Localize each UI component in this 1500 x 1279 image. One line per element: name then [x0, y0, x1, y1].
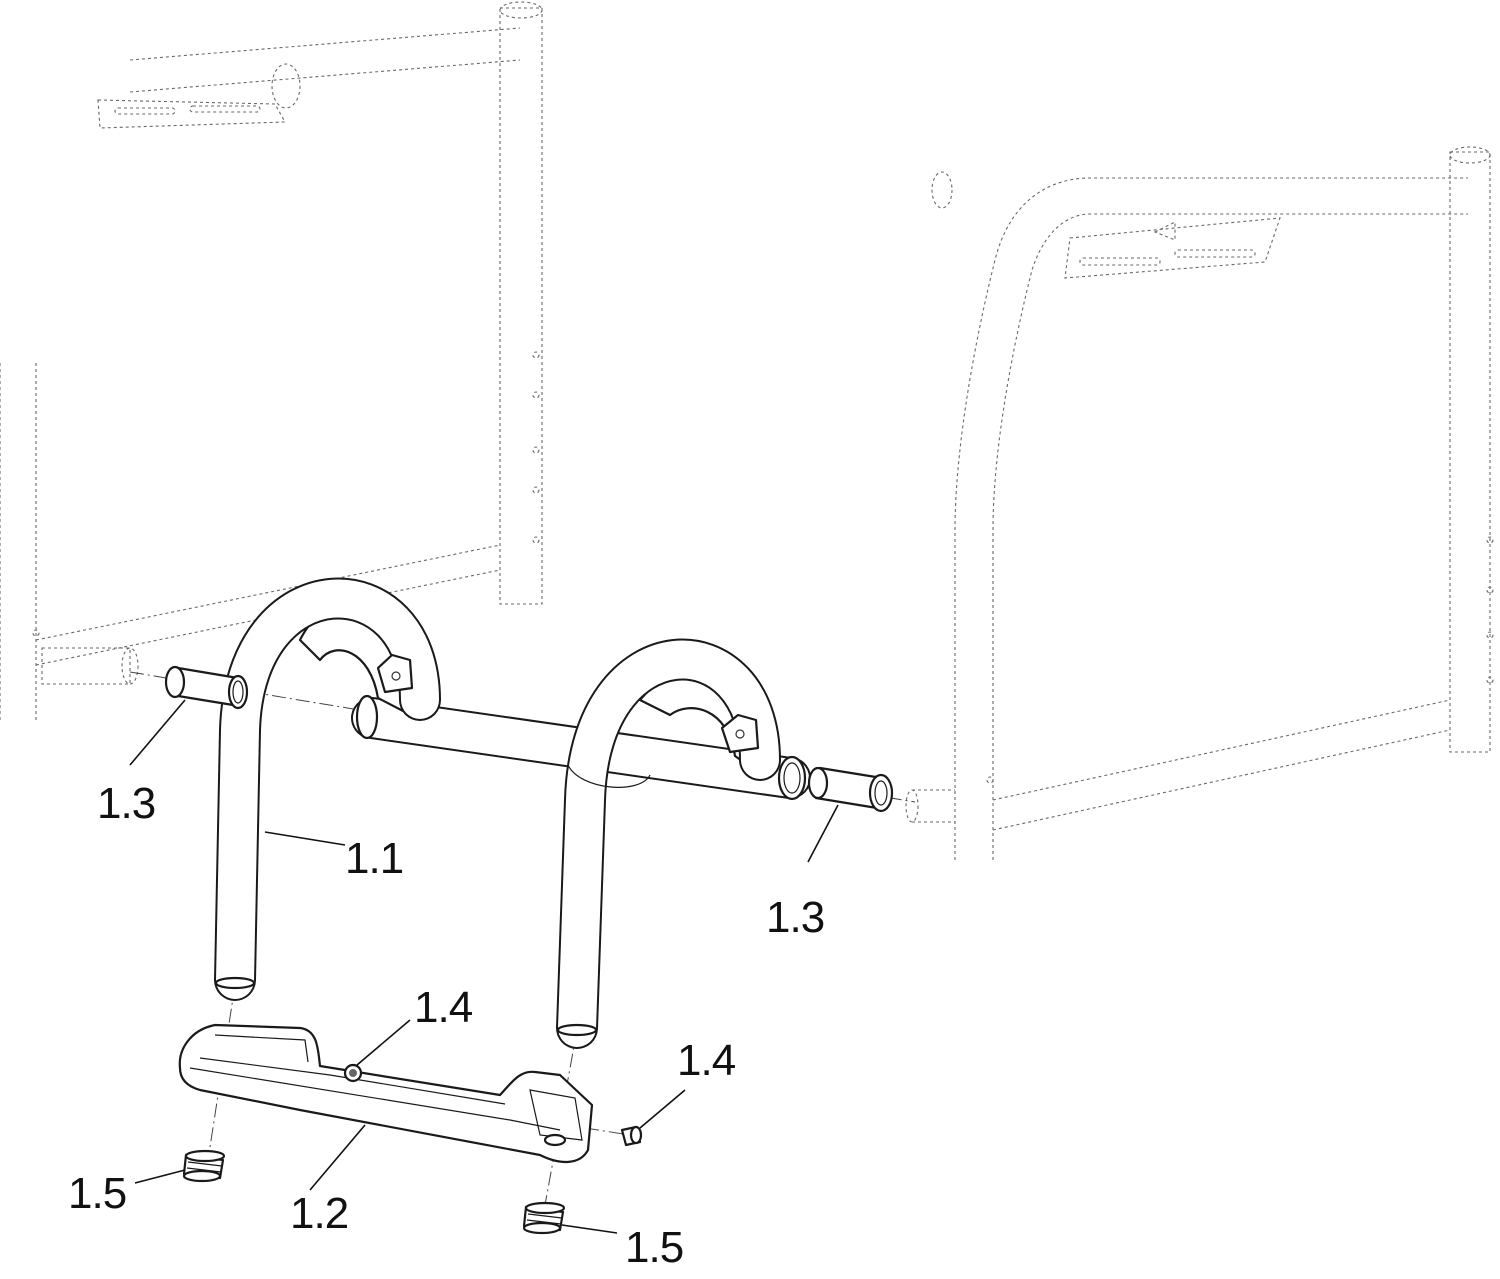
leader-1-4-upper: [356, 1019, 411, 1066]
leader-1-1: [264, 831, 346, 846]
bushing-1-3-left: [164, 665, 249, 710]
leader-1-3-left: [129, 699, 186, 766]
callout-labels: 1.1 1.2 1.3 1.3 1.4 1.4 1.5 1.5: [68, 779, 825, 1272]
cap-1-4-lower: [620, 1125, 643, 1147]
plug-1-5-right: [522, 1201, 566, 1235]
cap-1-4-upper: [343, 1063, 363, 1083]
callout-1-4-lower: 1.4: [677, 1036, 736, 1085]
callout-1-3-left: 1.3: [97, 779, 155, 828]
left-side-frame: [0, 1, 543, 738]
callout-1-5-left: 1.5: [68, 1169, 126, 1218]
callout-1-3-right: 1.3: [766, 893, 824, 942]
leader-1-5-left: [134, 1169, 186, 1184]
footplate-1-2: [178, 1023, 594, 1163]
leader-1-4-lower: [639, 1089, 686, 1129]
callout-1-2: 1.2: [290, 1189, 348, 1238]
leader-1-3-right: [807, 804, 839, 863]
bushing-1-3-right: [807, 766, 894, 813]
right-side-frame: [905, 146, 1494, 878]
leader-1-5-right: [561, 1224, 618, 1234]
callout-1-4-upper: 1.4: [414, 983, 473, 1032]
hanger-frame-1-1: [214, 577, 811, 1049]
plug-1-5-left: [182, 1149, 226, 1183]
callout-1-5-right: 1.5: [625, 1223, 683, 1272]
callout-1-1: 1.1: [345, 834, 403, 883]
leader-1-2: [309, 1124, 366, 1191]
leader-lines: [129, 699, 839, 1234]
